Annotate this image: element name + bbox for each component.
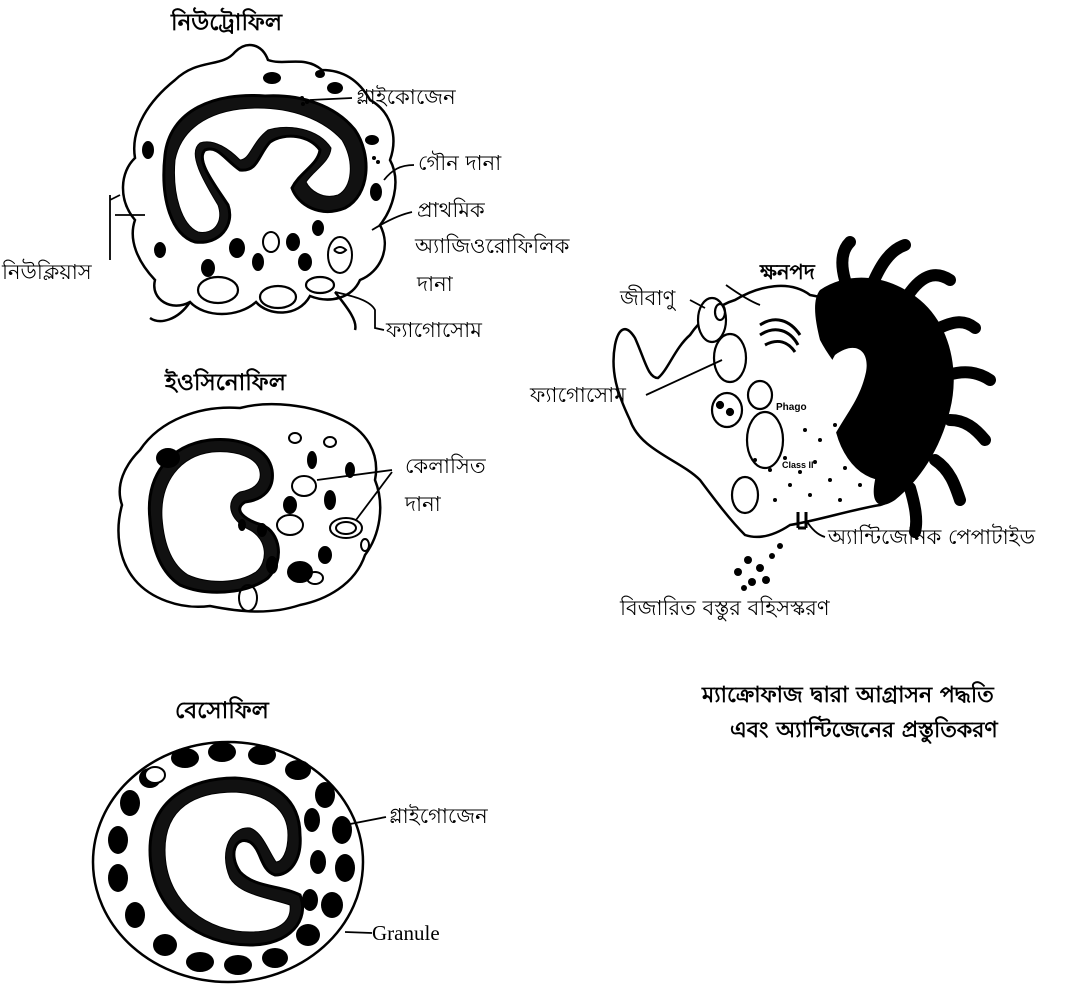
macrophage-label-antigenic-peptide: অ্যান্টিজেনিক পেপাটাইড [828, 527, 1035, 548]
basophil-title: বেসোফিল [175, 700, 269, 723]
eosinophil-label-crystalline-1: কেলাসিত [405, 456, 486, 477]
eosinophil-drawing [118, 404, 392, 611]
macrophage-label-bacterium: জীবাণু [620, 288, 675, 309]
neutrophil-label-primary-2: অ্যাজিওরোফিলিক [415, 236, 569, 257]
neutrophil-label-nucleus: নিউক্লিয়াস [2, 262, 92, 283]
neutrophil-label-glycogen: গ্লাইকোজেন [356, 87, 456, 108]
basophil-label-granule: Granule [372, 923, 440, 944]
neutrophil-label-primary-1: প্রাথমিক [417, 200, 485, 221]
eosinophil-title: ইওসিনোফিল [165, 372, 286, 395]
macrophage-caption-line1: ম্যাক্রোফাজ দ্বারা আগ্রাসন পদ্ধতি [702, 680, 994, 712]
macrophage-receptors [798, 512, 806, 528]
macrophage-inner-class2: Class II [782, 460, 814, 470]
neutrophil-label-phagosome: ফ্যাগোসোম [386, 320, 482, 341]
macrophage-golgi [760, 320, 800, 352]
basophil-label-glycogen: গ্লাইগোজেন [389, 806, 488, 827]
neutrophil-label-primary-3: দানা [417, 274, 453, 295]
macrophage-peptide-dots [734, 543, 783, 591]
basophil-drawing [93, 742, 386, 982]
neutrophil-pseudopod [150, 292, 355, 330]
eosinophil-nucleus-inner [162, 452, 265, 582]
neutrophil-label-secondary-granule: গৌন দানা [418, 153, 501, 174]
macrophage-caption-line2: এবং অ্যান্টিজেনের প্রস্তুতিকরণ [730, 715, 998, 747]
neutrophil-phagosomes [198, 277, 334, 308]
basophil-class-marker [145, 767, 165, 783]
macrophage-label-pseudopod: ক্ষনপদ [760, 262, 815, 283]
macrophage-inner-phago: Phago [776, 402, 807, 413]
eosinophil-label-crystalline-2: দানা [405, 494, 441, 515]
macrophage-label-phagosome: ফ্যাগোসোম [530, 385, 626, 406]
macrophage-label-exocytosis: বিজারিত বস্তুর বহিসস্করণ [620, 598, 830, 619]
neutrophil-title: নিউট্রোফিল [171, 12, 282, 35]
